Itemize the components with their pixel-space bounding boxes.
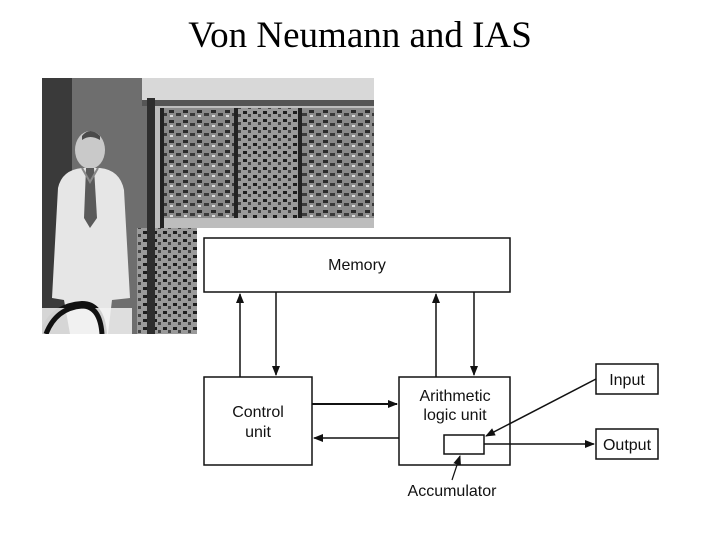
input-label: Input — [609, 372, 645, 389]
arrow-input-to-accumulator — [485, 378, 597, 437]
memory-box — [203, 237, 511, 293]
accumulator-pointer — [451, 455, 461, 481]
output-label: Output — [603, 437, 652, 454]
accumulator-label: Accumulator — [408, 483, 498, 500]
alu-label-line1: Arithmetic — [419, 388, 490, 405]
accumulator-register — [443, 434, 485, 455]
slide-title: Von Neumann and IAS — [188, 15, 532, 56]
memory-label: Memory — [328, 257, 386, 274]
control-unit-label-line2: unit — [245, 424, 271, 441]
control-unit-box — [203, 376, 313, 466]
alu-label-line2: logic unit — [423, 407, 487, 424]
output-box — [595, 428, 659, 460]
control-unit-label-line1: Control — [232, 404, 284, 421]
